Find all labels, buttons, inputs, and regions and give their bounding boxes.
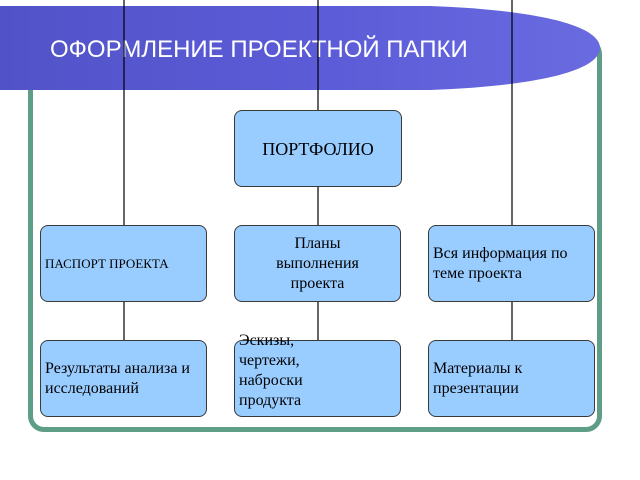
node-label: Планы выполнения проекта bbox=[276, 234, 359, 292]
node-label: Эскизы, чертежи, наброски продукта bbox=[239, 332, 303, 409]
slide-title: ОФОРМЛЕНИЕ ПРОЕКТНОЙ ПАПКИ bbox=[50, 36, 468, 63]
root-node-label: ПОРТФОЛИО bbox=[262, 138, 374, 159]
node-label: ПАСПОРТ ПРОЕКТА bbox=[45, 255, 169, 271]
node-execution-plans: Планы выполнения проекта bbox=[234, 225, 401, 302]
node-label: Вся информация по теме проекта bbox=[433, 244, 568, 282]
node-analysis-results: Результаты анализа и исследований bbox=[40, 340, 207, 417]
node-topic-information: Вся информация по теме проекта bbox=[428, 225, 595, 302]
title-banner bbox=[0, 6, 600, 90]
node-project-passport: ПАСПОРТ ПРОЕКТА bbox=[40, 225, 207, 302]
node-label: Материалы к презентации bbox=[433, 359, 523, 397]
node-sketches-drawings: Эскизы, чертежи, наброски продукта bbox=[234, 332, 401, 417]
node-presentation-materials: Материалы к презентации bbox=[428, 340, 595, 417]
node-label: Результаты анализа и исследований bbox=[45, 359, 190, 397]
root-node-portfolio: ПОРТФОЛИО bbox=[234, 110, 402, 187]
